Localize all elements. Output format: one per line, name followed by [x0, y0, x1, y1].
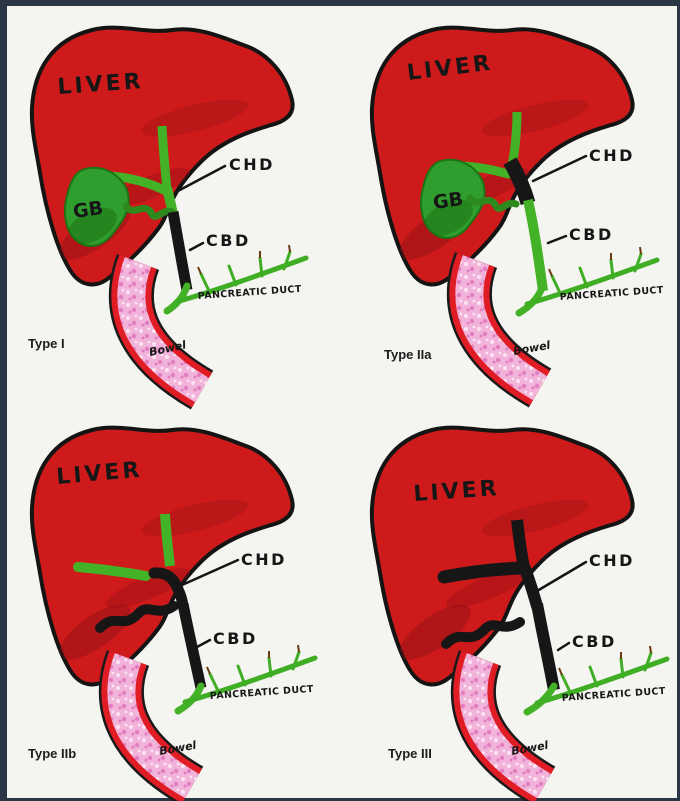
chd-label: CHD	[241, 550, 287, 569]
panel-type-iii: LIVER PANCREATIC DUCT Bowel CHD CBD Type…	[372, 428, 667, 786]
cbd-duct	[531, 602, 560, 692]
right-hepatic-duct	[160, 513, 175, 567]
chd-label: CHD	[229, 155, 275, 174]
gallbladder-label: GB	[72, 197, 105, 223]
chd-label: CHD	[589, 551, 635, 570]
cbd-label: CBD	[206, 231, 251, 250]
panel-type-iib: LIVER PANCREATIC DUCT Bowel CHD CBD Type…	[28, 428, 315, 786]
chd-pointer-line	[180, 558, 240, 587]
cbd-label: CBD	[572, 632, 617, 651]
type-label: Type IIb	[28, 746, 76, 761]
cbd-duct	[523, 198, 548, 292]
gallbladder-label: GB	[432, 188, 465, 214]
cbd-pointer-line	[556, 641, 571, 652]
bowel-label: Bowel	[158, 739, 197, 758]
chd-duct	[503, 157, 536, 206]
cbd-pointer-line	[195, 638, 212, 649]
type-label: Type I	[28, 336, 65, 351]
chd-pointer-line	[174, 164, 227, 194]
type-label: Type III	[388, 746, 432, 761]
chd-duct	[148, 567, 189, 612]
cbd-pointer-line	[546, 234, 568, 245]
panel-type-iia: LIVER GB PANCREATIC DUCT Bowel CHD CBD T…	[372, 28, 664, 388]
liver-label: LIVER	[57, 69, 145, 100]
liver-label: LIVER	[413, 476, 501, 507]
cbd-duct	[177, 602, 207, 690]
chd-pointer-line	[535, 560, 588, 593]
chd-label: CHD	[589, 146, 635, 165]
left-hepatic-duct	[73, 562, 151, 581]
panel-type-i: LIVER GB PANCREATIC DUCT Bowel CHD CBD T…	[28, 28, 306, 390]
cbd-pointer-line	[188, 241, 205, 252]
right-hepatic-duct	[157, 125, 172, 191]
chd-pointer-line	[531, 154, 588, 183]
type-label: Type IIa	[384, 347, 432, 362]
left-hepatic-duct	[437, 561, 529, 584]
cbd-label: CBD	[569, 225, 614, 244]
bowel-label: Bowel	[512, 339, 551, 358]
chd-duct	[517, 558, 543, 612]
cbd-label: CBD	[213, 629, 258, 648]
bowel-label: Bowel	[510, 739, 549, 758]
